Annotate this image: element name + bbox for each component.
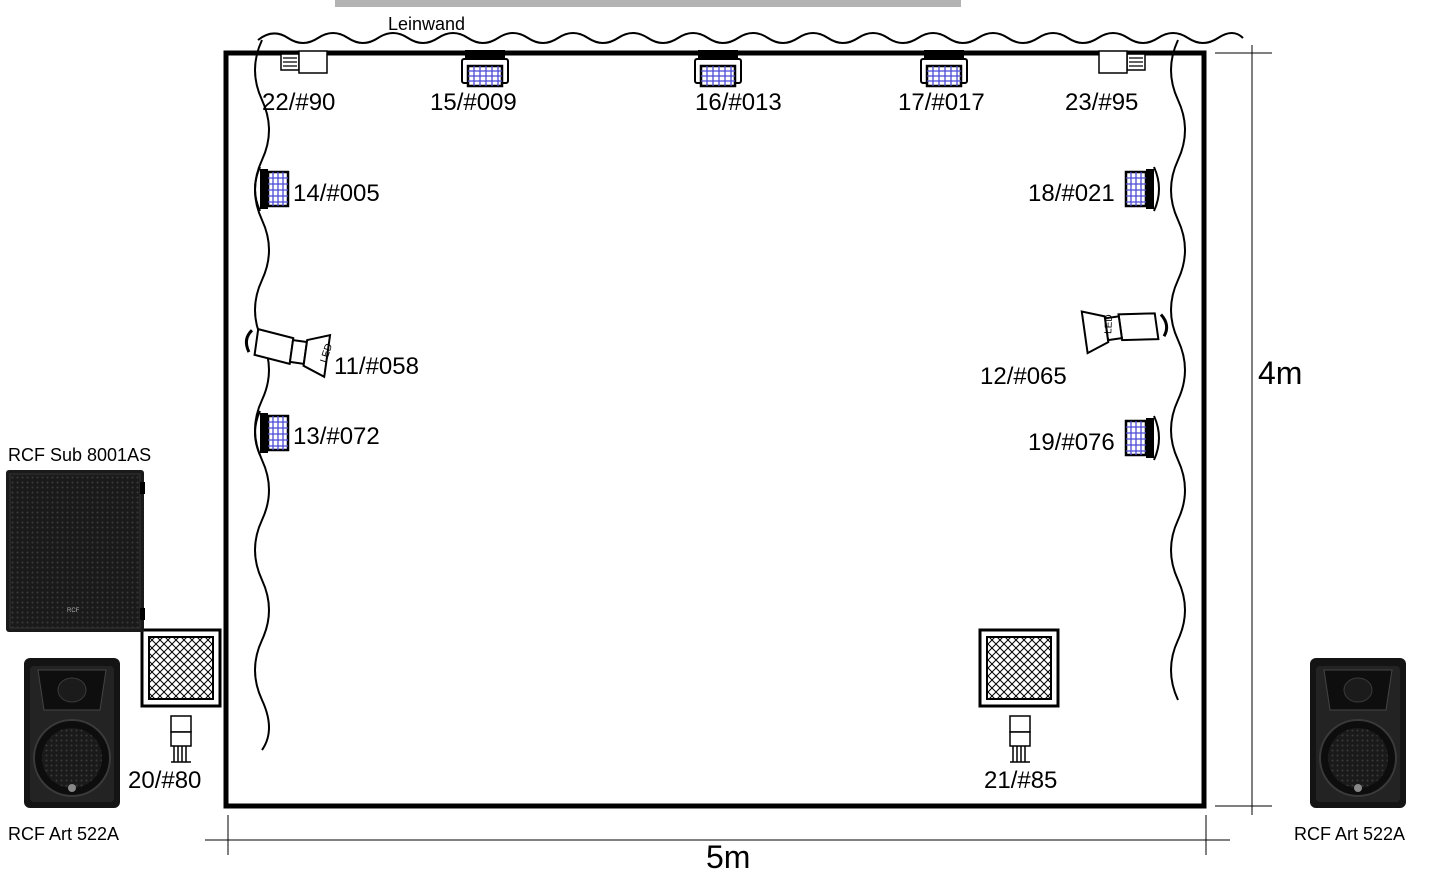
clamp-spot-icon: [280, 50, 328, 74]
fixture-label-20: 20/#80: [128, 767, 201, 794]
led-wash-icon: [253, 409, 290, 457]
fixture-label-23: 23/#95: [1065, 89, 1138, 116]
led-wash-icon: [1124, 414, 1161, 462]
fixture-label-18: 18/#021: [1028, 180, 1115, 207]
curtain-right: [1170, 39, 1186, 701]
dimension-height: [1215, 45, 1272, 815]
fixture-label-22: 22/#90: [262, 89, 335, 116]
fixture-label-17: 17/#017: [898, 89, 985, 116]
svg-text:RCF: RCF: [67, 608, 80, 614]
floor-monitor-right: [978, 628, 1060, 708]
led-profile-spot-icon: LED: [244, 327, 335, 379]
speaker-left-label: RCF Art 522A: [8, 824, 119, 844]
svg-text:LED: LED: [1103, 314, 1115, 334]
led-wash-icon: [460, 48, 510, 88]
fixture-label-11: 11/#058: [334, 353, 419, 380]
speaker-right-label: RCF Art 522A: [1294, 824, 1405, 844]
sub-label: RCF Sub 8001AS: [8, 445, 151, 465]
fixture-label-21: 21/#85: [984, 767, 1057, 794]
floor-spot-icon: [1009, 715, 1031, 763]
screen-label: Leinwand: [388, 14, 465, 34]
width-label: 5m: [706, 839, 750, 875]
curtain-left: [254, 39, 270, 751]
fixture-label-13: 13/#072: [293, 423, 380, 450]
curtain-top: [257, 32, 1244, 44]
led-profile-spot-icon: LED: [1080, 310, 1169, 355]
clamp-spot-icon: [1098, 50, 1146, 74]
height-label: 4m: [1258, 355, 1302, 391]
fixture-label-15: 15/#009: [430, 89, 517, 116]
speaker-right: [1309, 657, 1407, 809]
floor-monitor-left: [140, 628, 222, 708]
led-wash-icon: [919, 48, 969, 88]
led-wash-icon: [1124, 165, 1161, 213]
dimension-width: [205, 815, 1230, 855]
subwoofer-speaker: RCF: [6, 470, 145, 632]
led-wash-icon: [253, 165, 290, 213]
fixture-label-12: 12/#065: [980, 363, 1067, 390]
fixture-label-16: 16/#013: [695, 89, 782, 116]
led-wash-icon: [693, 48, 743, 88]
floor-spot-icon: [170, 715, 192, 763]
screen-bar: [335, 0, 961, 7]
fixture-label-19: 19/#076: [1028, 429, 1115, 456]
fixture-label-14: 14/#005: [293, 180, 380, 207]
speaker-left: [23, 657, 121, 809]
